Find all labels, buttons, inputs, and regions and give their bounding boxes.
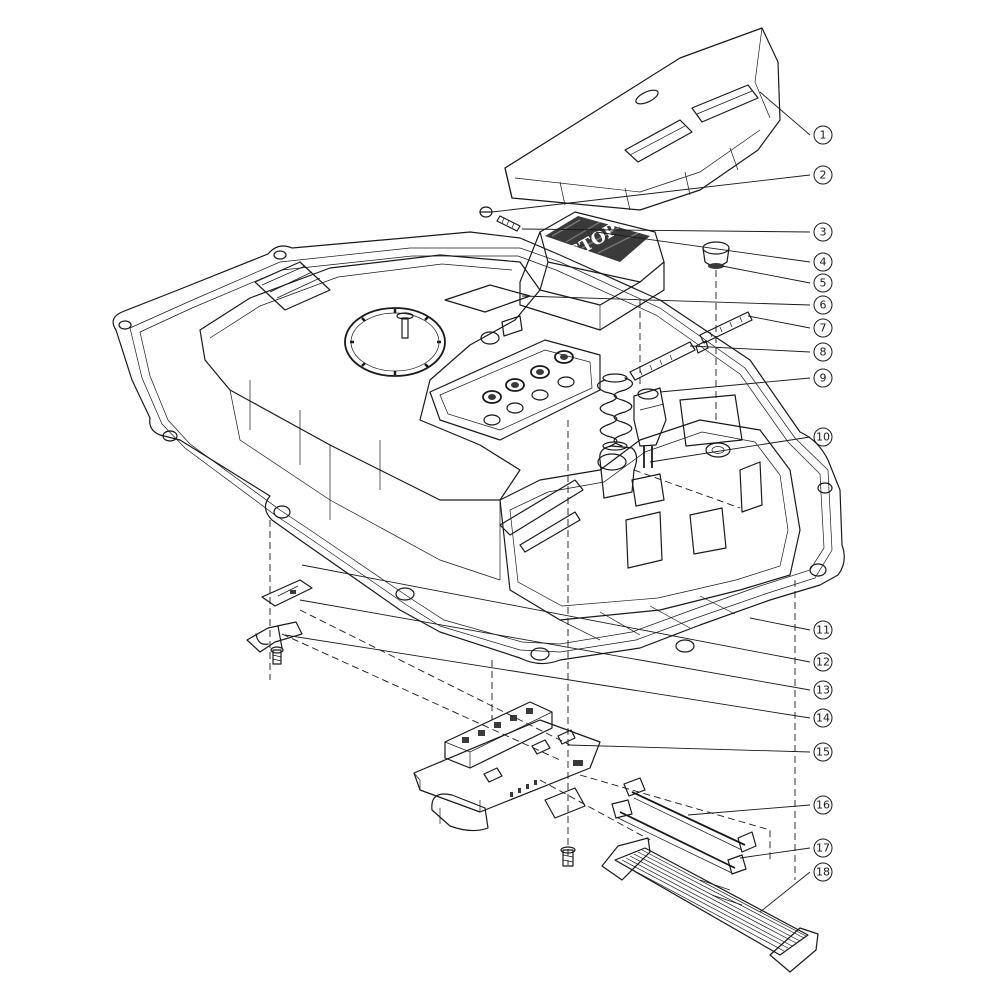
callout-10: 10 <box>813 427 833 447</box>
callout-7: 7 <box>813 318 833 338</box>
assembly-guide-lines <box>269 270 796 880</box>
svg-text:18: 18 <box>816 866 830 879</box>
part-control-panel <box>429 284 601 441</box>
callout-17: 17 <box>813 838 833 858</box>
part-spring <box>596 373 634 451</box>
part-dial <box>344 307 446 377</box>
callout-18: 18 <box>813 862 833 882</box>
part-pins <box>629 311 753 381</box>
svg-text:10: 10 <box>816 431 830 444</box>
svg-text:14: 14 <box>816 712 830 725</box>
part-screw-left <box>270 646 284 665</box>
svg-text:5: 5 <box>820 277 827 290</box>
callout-2: 2 <box>813 165 833 185</box>
svg-text:7: 7 <box>820 322 827 335</box>
part-main-body <box>112 231 845 665</box>
callout-11: 11 <box>813 620 833 640</box>
callout-9: 9 <box>813 368 833 388</box>
svg-text:16: 16 <box>816 799 830 812</box>
callout-3: 3 <box>813 222 833 242</box>
callout-4: 4 <box>813 252 833 272</box>
part-knob <box>702 241 730 269</box>
svg-text:3: 3 <box>820 226 827 239</box>
part-cable-16 <box>623 777 757 853</box>
svg-text:17: 17 <box>816 842 830 855</box>
svg-text:13: 13 <box>816 684 830 697</box>
callout-1: 1 <box>813 125 833 145</box>
part-bracket <box>246 621 303 653</box>
callout-8: 8 <box>813 342 833 362</box>
svg-text:15: 15 <box>816 746 830 759</box>
callout-14: 14 <box>813 708 833 728</box>
leader-lines <box>284 91 811 913</box>
callout-13: 13 <box>813 680 833 700</box>
svg-text:6: 6 <box>820 299 827 312</box>
callout-12: 12 <box>813 652 833 672</box>
part-top-cover <box>504 27 781 211</box>
part-ribbon-cable <box>601 837 819 973</box>
svg-text:11: 11 <box>816 624 830 637</box>
callout-6: 6 <box>813 295 833 315</box>
part-fasteners <box>479 206 521 232</box>
control-buttons <box>482 350 575 426</box>
part-sensor-board <box>261 579 313 607</box>
callout-16: 16 <box>813 795 833 815</box>
svg-text:12: 12 <box>816 656 830 669</box>
svg-text:2: 2 <box>820 169 827 182</box>
svg-text:1: 1 <box>820 129 827 142</box>
callout-15: 15 <box>813 742 833 762</box>
svg-text:8: 8 <box>820 346 827 359</box>
part-circuit-board <box>413 701 601 832</box>
callout-5: 5 <box>813 273 833 293</box>
part-cable-17 <box>611 799 747 875</box>
part-switch <box>633 387 667 468</box>
callouts: 1 2 3 4 5 6 7 8 9 10 11 12 13 14 15 16 1… <box>813 125 833 882</box>
svg-text:9: 9 <box>820 372 827 385</box>
svg-text:4: 4 <box>820 256 827 269</box>
